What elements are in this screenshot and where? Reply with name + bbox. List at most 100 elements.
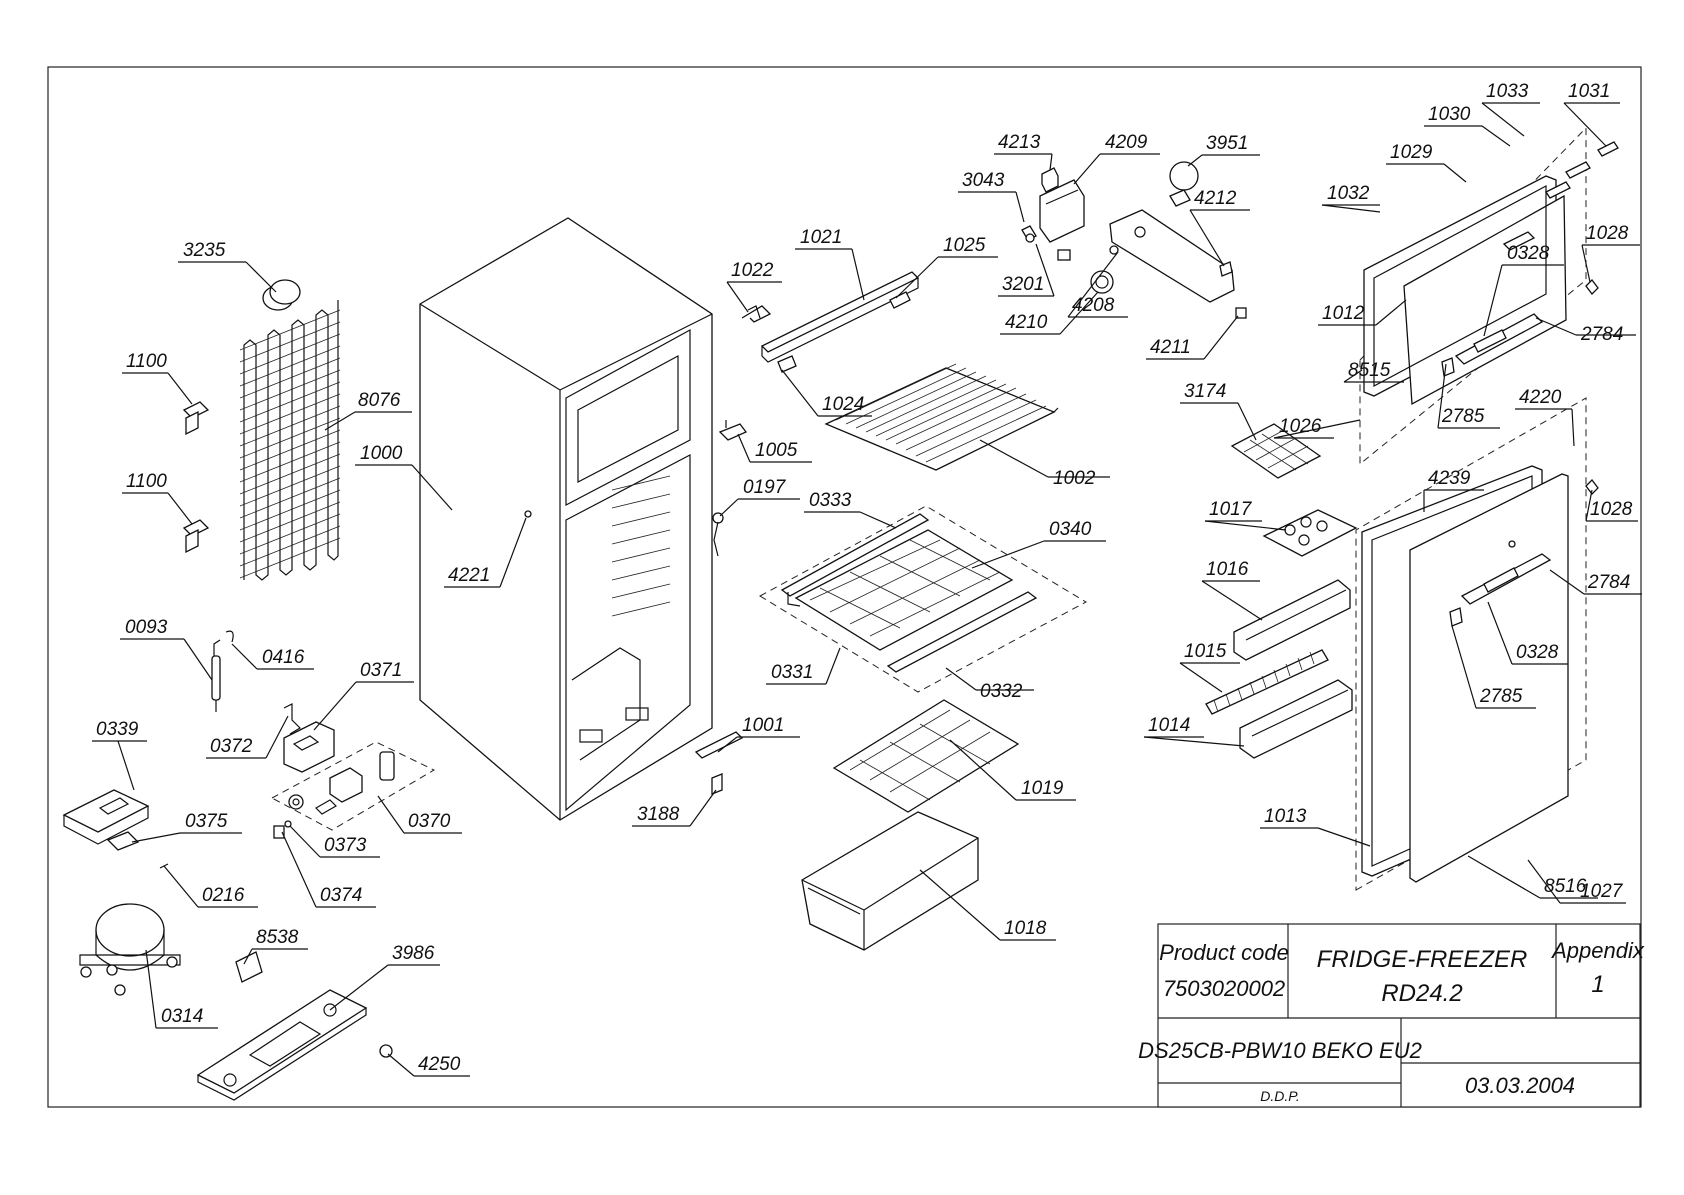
condenser-illustration xyxy=(239,300,341,581)
part-label: 4208 xyxy=(1072,295,1115,316)
freezer-door-illustration xyxy=(1359,126,1587,466)
drier-illustration xyxy=(262,279,301,311)
part-label: 1005 xyxy=(755,440,798,461)
part-label: 1019 xyxy=(1021,778,1064,799)
thermostat-illustration xyxy=(283,721,335,773)
part-label: 2785 xyxy=(1479,686,1523,707)
part-label: 0416 xyxy=(262,647,305,668)
door-stopper-illustration xyxy=(712,512,724,557)
part-label: 4213 xyxy=(998,132,1041,153)
cabinet-illustration xyxy=(419,217,713,821)
drawing-date: 03.03.2004 xyxy=(1465,1073,1575,1098)
part-label: 4221 xyxy=(448,565,490,586)
part-label: 0375 xyxy=(185,811,228,832)
part-label: 3201 xyxy=(1002,274,1044,295)
part-label: 0333 xyxy=(809,490,852,511)
part-label: 1100 xyxy=(126,351,167,372)
part-label: 1100 xyxy=(126,471,167,492)
part-label: 0216 xyxy=(202,885,245,906)
part-label: 0372 xyxy=(210,736,253,757)
part-label: 4210 xyxy=(1005,312,1048,333)
hinge-illustration xyxy=(718,420,748,441)
part-label: 4211 xyxy=(1150,337,1191,358)
ice-tray-illustration xyxy=(1230,423,1322,479)
bulb-holder-illustration xyxy=(1021,225,1037,243)
spacer-illustration xyxy=(1235,307,1247,319)
relay-cover-illustration xyxy=(62,789,150,845)
switch-illustration xyxy=(1041,167,1059,193)
part-label: 1017 xyxy=(1209,499,1253,520)
part-label: 1025 xyxy=(943,235,986,256)
wire-shelf-illustration xyxy=(824,363,1059,471)
part-label: 8076 xyxy=(358,390,401,411)
part-label: 0340 xyxy=(1049,519,1092,540)
part-label: 0371 xyxy=(360,660,402,681)
door-shelf-illustration xyxy=(1233,579,1351,661)
part-label: 0197 xyxy=(743,477,787,498)
part-label: 1022 xyxy=(731,260,774,281)
part-label: 1014 xyxy=(1148,715,1190,736)
part-label: 1000 xyxy=(360,443,403,464)
part-label: 3043 xyxy=(962,170,1005,191)
part-label: 4212 xyxy=(1194,188,1237,209)
part-label: 4220 xyxy=(1519,387,1562,408)
part-label: 2785 xyxy=(1441,406,1485,427)
part-label: 1032 xyxy=(1327,183,1370,204)
part-illustrations xyxy=(62,126,1619,1101)
part-label: 2784 xyxy=(1587,572,1630,593)
terminal-illustration xyxy=(273,820,292,839)
model-number: RD24.2 xyxy=(1381,980,1462,1007)
part-label: 1015 xyxy=(1184,641,1227,662)
product-code-value: 7503020002 xyxy=(1163,976,1285,1001)
freezer-profile-illustration xyxy=(741,271,920,373)
part-label: 3188 xyxy=(637,804,680,825)
part-label: 0370 xyxy=(408,811,451,832)
part-label: 1024 xyxy=(822,394,864,415)
part-labels: 3235 1100 1100 8076 1000 4221 0093 0416 … xyxy=(96,81,1633,1075)
knob-illustration xyxy=(1090,270,1114,294)
part-label: 4250 xyxy=(418,1054,461,1075)
appendix-label: Appendix xyxy=(1550,938,1645,963)
part-label: 0332 xyxy=(980,681,1023,702)
part-label: 0328 xyxy=(1507,243,1550,264)
relay-group-illustration xyxy=(270,741,436,831)
bottle-shelf-illustration xyxy=(1239,679,1353,759)
egg-tray-illustration xyxy=(1262,509,1358,557)
part-label: 0093 xyxy=(125,617,168,638)
part-label: 1013 xyxy=(1264,806,1307,827)
part-label: 3235 xyxy=(183,240,226,261)
part-label: 3174 xyxy=(1184,381,1226,402)
drawing-frame xyxy=(47,66,1642,1108)
part-label: 1031 xyxy=(1568,81,1610,102)
part-label: 4239 xyxy=(1428,468,1471,489)
thermostat-cover-illustration xyxy=(1109,209,1235,303)
part-label: 2784 xyxy=(1580,324,1623,345)
lamp-illustration xyxy=(1169,161,1199,207)
part-label: 8516 xyxy=(1544,876,1587,897)
bolt-illustration xyxy=(379,1044,393,1058)
part-label: 3986 xyxy=(392,943,435,964)
part-label: 1012 xyxy=(1322,303,1365,324)
leader-lines xyxy=(92,102,1642,1077)
part-label: 3951 xyxy=(1206,133,1248,154)
clamp-illustration xyxy=(283,703,301,735)
part-label: 1026 xyxy=(1279,416,1322,437)
part-label: 1021 xyxy=(800,227,842,248)
part-label: 1028 xyxy=(1586,223,1629,244)
hinge-cap-illustration xyxy=(1502,141,1619,495)
part-label: 1001 xyxy=(742,715,784,736)
part-label: 0331 xyxy=(771,662,813,683)
part-label: 0314 xyxy=(161,1006,203,1027)
drawn-by: D.D.P. xyxy=(1260,1088,1299,1104)
part-label: 1027 xyxy=(1580,881,1624,902)
glass-shelf-illustration xyxy=(758,505,1088,693)
crisper-drawer-illustration xyxy=(801,811,979,951)
crisper-cover-illustration xyxy=(832,699,1020,813)
part-label: 1029 xyxy=(1390,142,1433,163)
part-label: 1018 xyxy=(1004,918,1047,939)
product-code-label: Product code xyxy=(1159,940,1289,965)
lamp-cover-illustration xyxy=(1039,179,1085,243)
part-label: 0374 xyxy=(320,885,362,906)
